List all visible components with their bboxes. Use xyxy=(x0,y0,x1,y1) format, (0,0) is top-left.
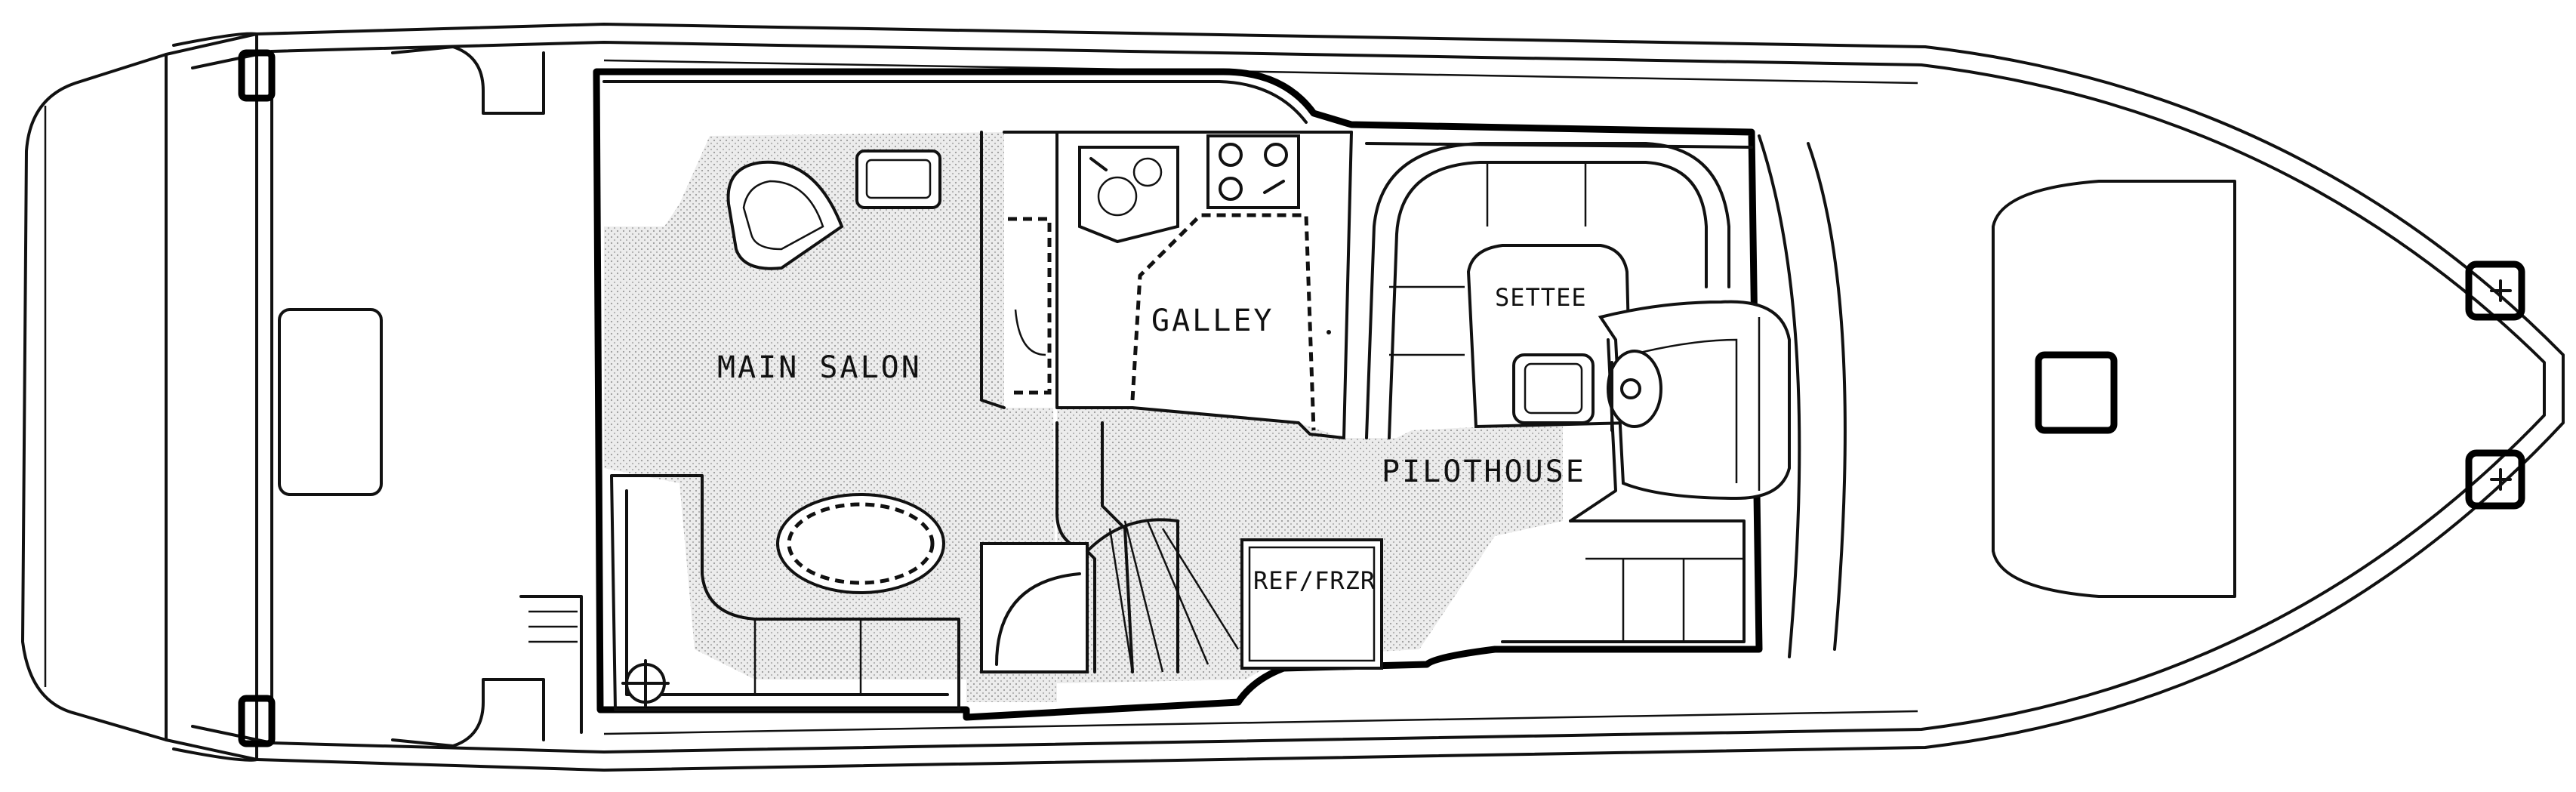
room-label-pilothouse: PILOTHOUSE xyxy=(1382,455,1586,489)
ref-frzr-box xyxy=(1240,538,1383,670)
room-label-galley: GALLEY xyxy=(1151,304,1274,338)
galley-sink-icon xyxy=(1078,146,1179,244)
companionway-stairs xyxy=(980,421,1383,673)
coffee-table-icon xyxy=(776,493,945,594)
room-label-main-salon: MAIN SALON xyxy=(717,350,922,385)
helm-wheel-icon xyxy=(1607,350,1662,428)
salon-furniture xyxy=(610,131,1052,711)
galley xyxy=(1003,131,1353,439)
cabin-walls xyxy=(593,68,1763,721)
galley-stove-icon xyxy=(1206,134,1300,209)
hull-outline xyxy=(21,23,2565,772)
room-labels: MAIN SALON GALLEY SETTEE PILOTHOUSE REF/… xyxy=(717,283,1587,595)
room-label-ref-frzr: REF/FRZR xyxy=(1253,566,1376,595)
room-label-settee: SETTEE xyxy=(1495,283,1587,312)
pilothouse xyxy=(1365,142,1791,643)
ottoman-icon xyxy=(855,149,941,209)
settee-table-icon xyxy=(1512,353,1595,424)
